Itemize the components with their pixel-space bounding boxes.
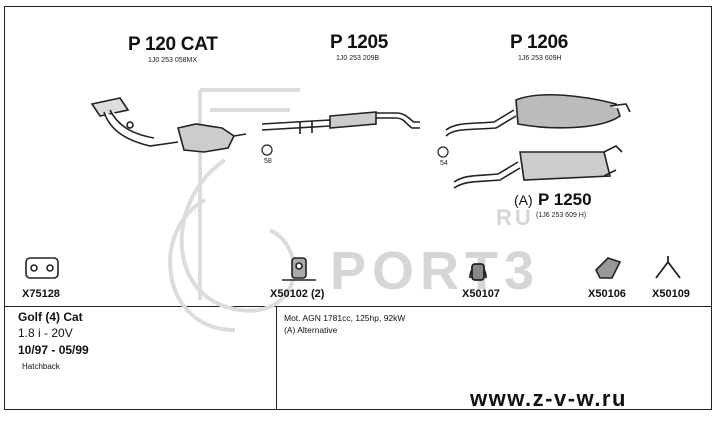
clamp-icon	[261, 144, 273, 156]
diagram-frame	[4, 6, 712, 410]
website-link[interactable]: www.z-v-w.ru	[470, 386, 627, 411]
watermark-text: PORT3	[330, 241, 541, 301]
clamp-number-54: 54	[440, 160, 448, 167]
alternative-note: (A) Alternative	[284, 325, 338, 335]
divider-row	[4, 306, 712, 307]
middle-silencer-icon	[261, 111, 420, 134]
part-code-p120cat: P 120 CAT	[128, 34, 218, 55]
oem-number-p1206: 1J6 253 609H	[518, 55, 562, 62]
fitting-code-bracket: X50106	[588, 288, 626, 300]
vehicle-model: Golf (4) Cat	[18, 310, 83, 324]
vehicle-engine: 1.8 i - 20V	[18, 326, 73, 340]
rear-silencer-icon	[445, 93, 631, 137]
alternative-tag: (A)	[514, 192, 533, 208]
vehicle-years: 10/97 - 05/99	[18, 343, 89, 357]
watermark-suffix: RU	[496, 205, 534, 230]
oem-number-p120cat: 1J0 253 058MX	[148, 57, 198, 64]
engine-note: Mot. AGN 1781cc, 125hp, 92kW	[284, 313, 406, 323]
catalytic-converter-icon	[90, 97, 247, 153]
clamp-number-58: 58	[264, 158, 272, 165]
hanger-ring-icon	[469, 263, 487, 281]
fitting-code-bracket-v: X50109	[652, 288, 690, 300]
part-code-p1250: P 1250	[538, 190, 592, 209]
bracket-icon	[595, 257, 622, 279]
part-code-p1206: P 1206	[510, 32, 569, 53]
gasket-icon	[25, 257, 59, 279]
vehicle-body: Hatchback	[22, 362, 60, 371]
alt-rear-silencer-icon	[453, 145, 623, 189]
fitting-code-rubber-mount: X50102 (2)	[270, 288, 325, 300]
fitting-code-gasket: X75128	[22, 288, 60, 300]
part-code-p1205: P 1205	[330, 32, 389, 53]
bracket-v-icon	[655, 256, 681, 279]
oem-number-p1205: 1J0 253 209B	[336, 55, 380, 62]
clamp-icon-2	[437, 146, 449, 158]
rubber-mount-icon	[282, 257, 316, 281]
fitting-code-hanger-ring: X50107	[462, 288, 500, 300]
oem-number-p1250: (1J6 253 609 H)	[536, 212, 587, 219]
divider-column	[276, 306, 277, 410]
